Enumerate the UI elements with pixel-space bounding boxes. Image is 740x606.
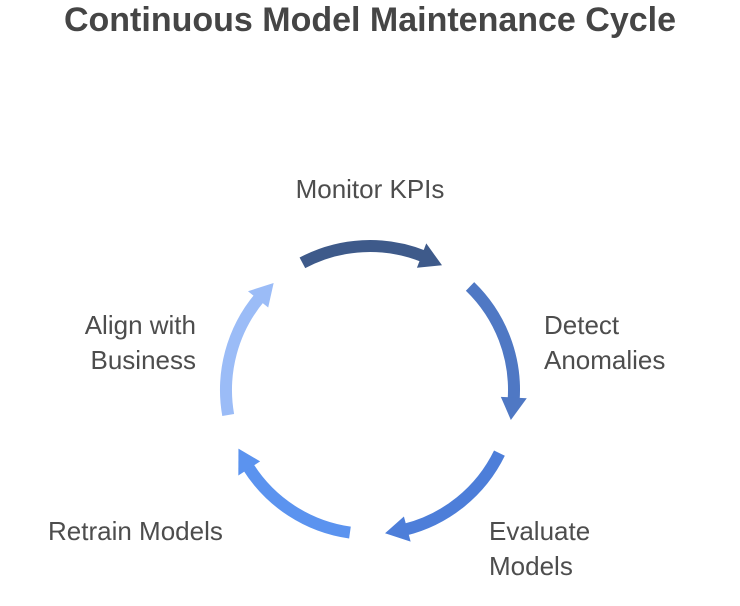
- arrow-head-evaluate-to-retrain: [385, 516, 411, 542]
- step-label-line: Retrain Models: [48, 516, 223, 546]
- arrow-head-retrain-to-align: [238, 448, 261, 476]
- step-label-line: Evaluate: [489, 516, 591, 546]
- step-label-line: Models: [489, 551, 573, 581]
- step-label-evaluate-models: Evaluate Models: [489, 514, 590, 584]
- step-label-line: Business: [90, 345, 197, 375]
- step-label-line: Detect: [544, 310, 620, 340]
- step-label-line: Anomalies: [544, 345, 666, 375]
- step-label-line: Monitor KPIs: [295, 174, 445, 204]
- step-label-detect-anomalies: Detect Anomalies: [544, 308, 665, 378]
- step-label-line: Align with: [84, 310, 196, 340]
- diagram-title: Continuous Model Maintenance Cycle: [63, 1, 677, 39]
- arrow-head-align-to-monitor: [247, 282, 274, 308]
- step-label-retrain-models: Retrain Models: [48, 514, 223, 549]
- arrow-arc-evaluate-to-retrain: [403, 450, 505, 536]
- arrow-head-monitor-to-detect: [416, 243, 442, 268]
- arrow-arc-detect-to-evaluate: [465, 282, 520, 401]
- arrow-arc-monitor-to-detect: [299, 240, 427, 269]
- step-label-monitor-kpis: Monitor KPIs: [270, 172, 470, 207]
- step-label-align-business: Align with Business: [20, 308, 196, 378]
- arrow-arc-retrain-to-align: [242, 463, 351, 539]
- arrow-head-detect-to-evaluate: [500, 396, 527, 420]
- arrow-arc-align-to-monitor: [220, 293, 265, 417]
